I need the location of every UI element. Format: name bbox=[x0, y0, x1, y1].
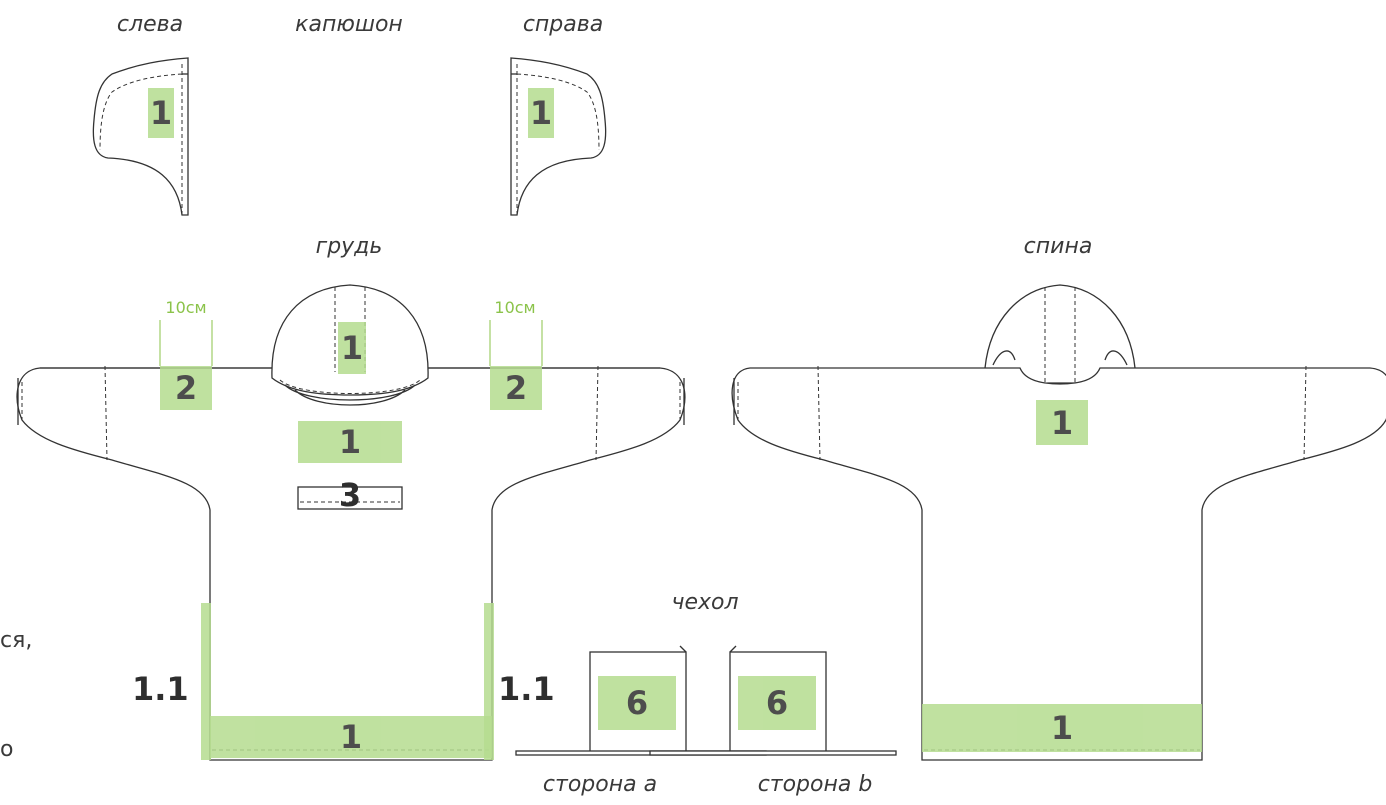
zone-chest-hem: 1 bbox=[210, 716, 492, 758]
zone-number: 1 bbox=[149, 94, 173, 132]
zone-chest-sleeve-right: 2 bbox=[490, 366, 542, 410]
back-garment bbox=[731, 284, 1386, 761]
zone-hood-left: 1 bbox=[148, 88, 174, 138]
label-cover: чехол bbox=[671, 590, 739, 615]
zone-number: 2 bbox=[174, 369, 198, 407]
zone-number: 1 bbox=[340, 329, 364, 367]
margin-text-line2: о bbox=[0, 737, 14, 762]
zone-number: 1 bbox=[529, 94, 553, 132]
hood-right-view bbox=[510, 57, 607, 216]
zone-number: 2 bbox=[504, 369, 528, 407]
zone-number: 3 bbox=[338, 476, 362, 514]
label-hood-left: слева bbox=[116, 12, 184, 37]
label-hood-right: справа bbox=[522, 12, 604, 37]
zone-side-right bbox=[484, 603, 494, 760]
zone-number: 1 bbox=[1050, 709, 1074, 747]
zone-side-left bbox=[201, 603, 211, 760]
zone-chest-pocket: 3 bbox=[298, 476, 402, 514]
margin-text-line1: ся, bbox=[0, 628, 33, 653]
zone-back-hem: 1 bbox=[922, 704, 1202, 752]
zone-number: 1 bbox=[339, 718, 363, 756]
side-right-number: 1.1 bbox=[498, 670, 555, 708]
zone-number: 6 bbox=[625, 684, 649, 722]
zone-number: 6 bbox=[765, 684, 789, 722]
label-chest: грудь bbox=[315, 234, 383, 259]
label-back: спина bbox=[1023, 234, 1093, 259]
label-side-b: сторона b bbox=[757, 772, 873, 797]
zone-cover-a: 6 bbox=[598, 676, 676, 730]
zone-hood-right: 1 bbox=[528, 88, 554, 138]
dimension-left-sleeve: 10см bbox=[165, 298, 207, 317]
zone-chest-sleeve-left: 2 bbox=[160, 366, 212, 410]
zone-number: 1 bbox=[338, 423, 362, 461]
cover-side-b bbox=[649, 645, 897, 756]
side-left-number: 1.1 bbox=[132, 670, 189, 708]
label-side-a: сторона а bbox=[542, 772, 658, 797]
dimension-right-sleeve: 10см bbox=[494, 298, 536, 317]
zone-back-center: 1 bbox=[1036, 400, 1088, 445]
zone-chest-center: 1 bbox=[298, 421, 402, 463]
zone-cover-b: 6 bbox=[738, 676, 816, 730]
zone-number: 1 bbox=[1050, 403, 1074, 442]
label-hood: капюшон bbox=[295, 12, 403, 37]
zone-chest-hood: 1 bbox=[338, 322, 366, 374]
